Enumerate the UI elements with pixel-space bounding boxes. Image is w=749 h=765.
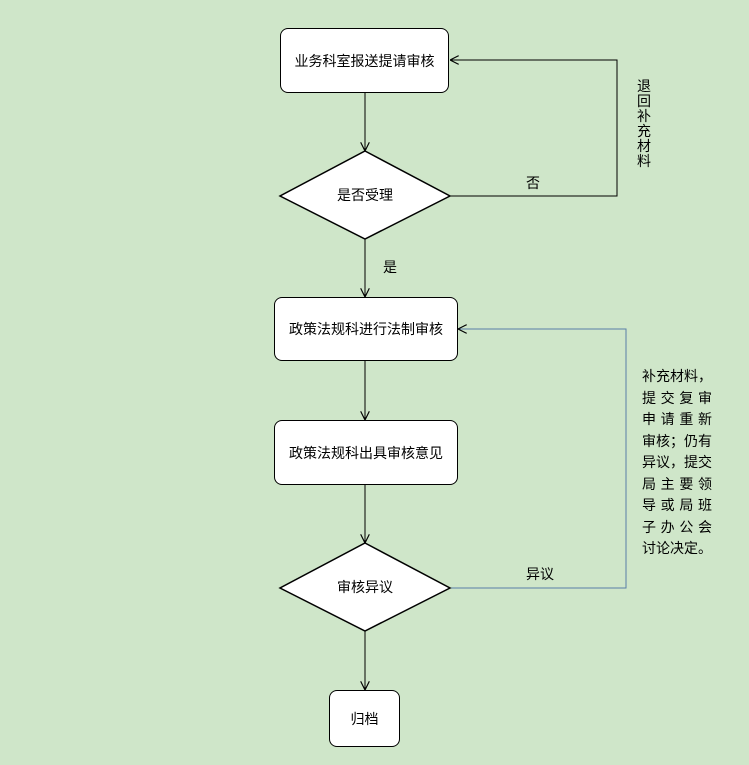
arrow-no-return-to-step1 (450, 60, 618, 197)
note-line: 申请重新 (642, 412, 712, 428)
note-line: 补充材料， (642, 369, 712, 385)
note-line: 导或局班 (642, 498, 712, 514)
decision2-label: 审核异议 (337, 580, 393, 596)
return-supplement-label: 退回补充材料 (637, 79, 651, 170)
step1-label: 业务科室报送提请审核 (294, 53, 435, 70)
step1-box: 业务科室报送提请审核 (280, 28, 449, 93)
decision1-label: 是否受理 (337, 188, 393, 204)
step3-label: 政策法规科出具审核意见 (289, 445, 443, 462)
no-edge-label: 否 (526, 176, 540, 192)
note-line: 提交复审 (642, 390, 712, 407)
decision2-shape (278, 542, 452, 632)
decision1-shape (278, 150, 452, 240)
step2-label: 政策法规科进行法制审核 (289, 322, 443, 338)
step4-label: 归档 (350, 711, 379, 728)
step2-box: 政策法规科进行法制审核 (274, 297, 458, 361)
note-line: 审核；仍有 (642, 433, 712, 450)
step4-box: 归档 (329, 690, 400, 747)
objection-edge-label: 异议 (526, 567, 554, 583)
step3-box: 政策法规科出具审核意见 (274, 420, 458, 485)
note-line: 异议，提交 (642, 455, 712, 471)
arrow-objection-to-step2 (450, 329, 627, 589)
note-line: 局主要领 (642, 476, 712, 493)
note-line: 子办公会 (642, 519, 712, 536)
note-line: 讨论决定。 (642, 541, 712, 557)
yes-edge-label: 是 (383, 260, 397, 276)
objection-note: 补充材料， 提交复审 申请重新 审核；仍有 异议，提交 局主要领 导或局班 子办… (642, 367, 712, 561)
